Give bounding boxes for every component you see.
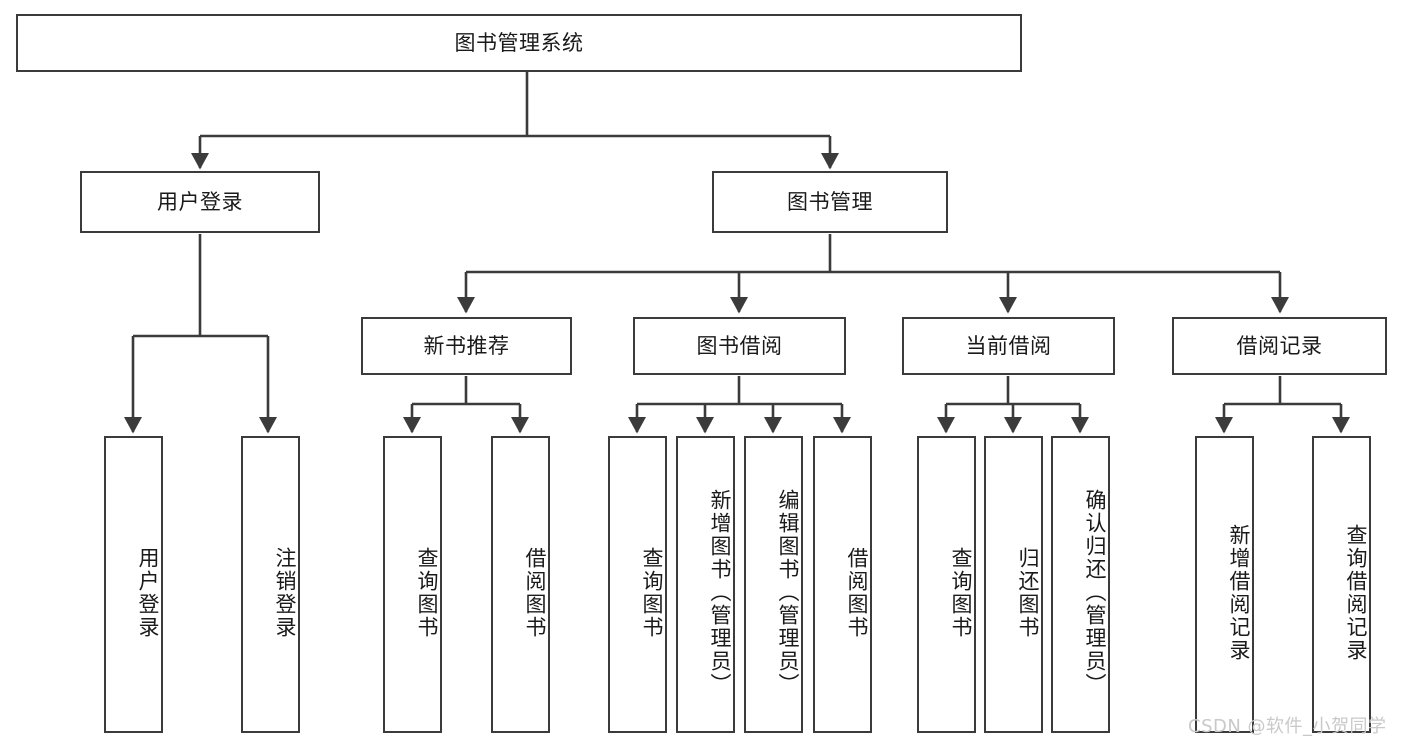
node-user-login-label: 用户登录: [157, 189, 243, 214]
node-leaf-user-login[interactable]: 用户登录: [104, 436, 163, 733]
node-leaf-edit-book[interactable]: 编辑图书（管理员）: [744, 436, 803, 733]
node-borrow-record-label: 借阅记录: [1236, 333, 1323, 358]
node-leaf-add-record[interactable]: 新增借阅记录: [1195, 436, 1254, 733]
node-new-book-recommend[interactable]: 新书推荐: [361, 317, 572, 375]
node-new-book-recommend-label: 新书推荐: [423, 333, 510, 358]
node-current-borrow-label: 当前借阅: [965, 333, 1052, 358]
node-leaf-add-record-label: 新增借阅记录: [1227, 523, 1251, 662]
node-leaf-add-book-label: 新增图书（管理员）: [708, 489, 732, 696]
node-leaf-confirm-return[interactable]: 确认归还（管理员）: [1051, 436, 1110, 733]
node-leaf-query-books-1-label: 查询图书: [415, 546, 439, 639]
node-leaf-query-books-2[interactable]: 查询图书: [608, 436, 667, 733]
node-leaf-edit-book-label: 编辑图书（管理员）: [776, 489, 800, 696]
node-leaf-add-book[interactable]: 新增图书（管理员）: [676, 436, 735, 733]
node-borrow-record[interactable]: 借阅记录: [1172, 317, 1387, 375]
node-book-management-label: 图书管理: [787, 189, 873, 214]
node-leaf-user-logout[interactable]: 注销登录: [241, 436, 300, 733]
node-leaf-confirm-return-label: 确认归还（管理员）: [1083, 489, 1107, 696]
node-leaf-return-book-label: 归还图书: [1016, 546, 1040, 639]
csdn-watermark: CSDN @软件_小贺同学: [1188, 716, 1387, 737]
node-leaf-query-books-2-label: 查询图书: [640, 546, 664, 639]
node-current-borrow[interactable]: 当前借阅: [902, 317, 1115, 375]
node-leaf-query-record-label: 查询借阅记录: [1344, 523, 1368, 662]
node-leaf-return-book[interactable]: 归还图书: [984, 436, 1043, 733]
node-root-label: 图书管理系统: [454, 30, 584, 55]
node-leaf-borrow-books-2-label: 借阅图书: [845, 546, 869, 639]
node-leaf-borrow-books-1[interactable]: 借阅图书: [491, 436, 550, 733]
node-leaf-query-books-3-label: 查询图书: [949, 546, 973, 639]
node-book-borrow-label: 图书借阅: [696, 333, 783, 358]
node-leaf-query-books-3[interactable]: 查询图书: [917, 436, 976, 733]
node-user-login[interactable]: 用户登录: [80, 171, 320, 233]
node-leaf-query-record[interactable]: 查询借阅记录: [1312, 436, 1371, 733]
node-book-management[interactable]: 图书管理: [712, 171, 948, 233]
node-book-borrow[interactable]: 图书借阅: [633, 317, 846, 375]
node-root[interactable]: 图书管理系统: [16, 14, 1022, 72]
node-leaf-borrow-books-2[interactable]: 借阅图书: [813, 436, 872, 733]
node-leaf-user-logout-label: 注销登录: [273, 546, 297, 639]
node-leaf-borrow-books-1-label: 借阅图书: [523, 546, 547, 639]
node-leaf-user-login-label: 用户登录: [136, 546, 160, 639]
node-leaf-query-books-1[interactable]: 查询图书: [383, 436, 442, 733]
